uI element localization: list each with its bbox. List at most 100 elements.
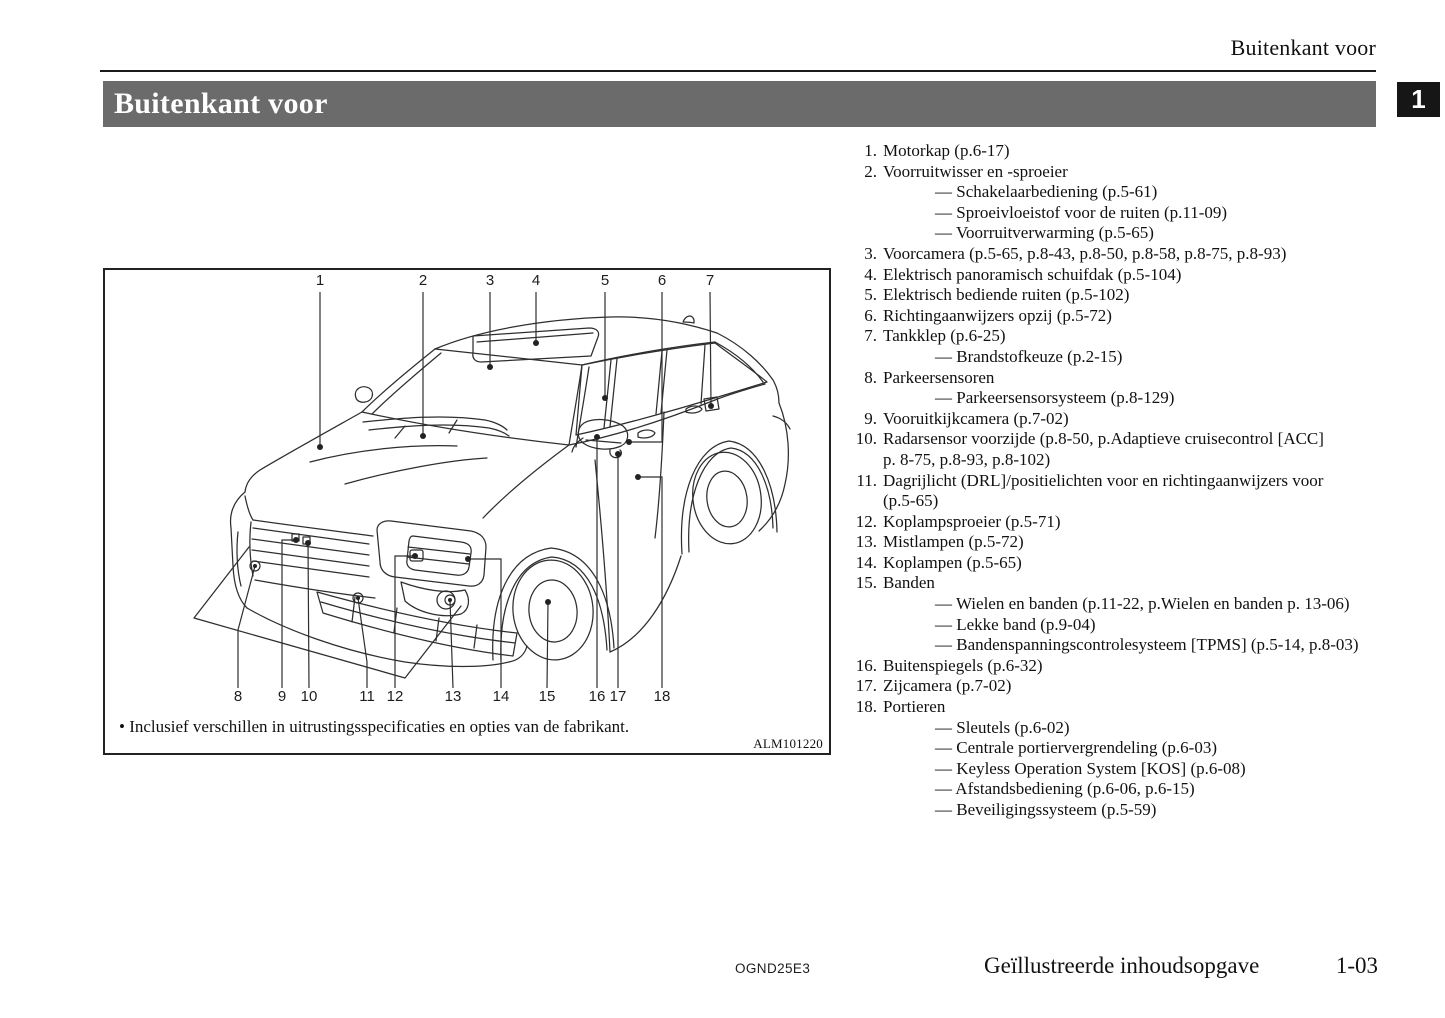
parts-list-subitem: — Beveiligingssysteem (p.5-59) <box>845 800 1393 821</box>
parts-list-item: 15.Banden <box>845 573 1393 594</box>
item-text: — Brandstofkeuze (p.2-15) <box>935 346 1123 366</box>
item-number: 2. <box>864 161 877 181</box>
chapter-tab-number: 1 <box>1397 82 1440 117</box>
callout-number-1: 1 <box>315 272 325 289</box>
leader-line-6 <box>629 292 663 443</box>
item-number: 12. <box>855 511 877 531</box>
header-rule <box>100 70 1376 72</box>
callout-number-5: 5 <box>600 272 610 289</box>
parts-list-subitem: — Sproeivloeistof voor de ruiten (p.11-0… <box>845 203 1393 224</box>
item-text: Voorruitwisser en -sproeier <box>883 161 1068 181</box>
callout-dot-15 <box>545 599 551 605</box>
item-text: Dagrijlicht (DRL]/positielichten voor en… <box>883 470 1324 490</box>
callout-dot-8 <box>253 564 257 568</box>
item-text: Koplampsproeier (p.5-71) <box>883 511 1061 531</box>
item-number <box>845 223 877 244</box>
callout-number-4: 4 <box>531 272 541 289</box>
callout-number-16: 16 <box>588 688 606 705</box>
caption-text: Inclusief verschillen in uitrustingsspec… <box>129 717 630 736</box>
item-number: 16. <box>855 655 877 675</box>
callout-number-18: 18 <box>653 688 671 705</box>
item-number <box>845 738 877 759</box>
callout-dot-11 <box>356 596 360 600</box>
parts-list-item: 7.Tankklep (p.6-25) <box>845 326 1393 347</box>
parts-list-subitem: — Voorruitverwarming (p.5-65) <box>845 223 1393 244</box>
sensor-plane <box>193 546 462 679</box>
item-number: 10. <box>855 429 877 449</box>
item-text: — Bandenspanningscontrolesysteem [TPMS] … <box>935 635 1359 655</box>
item-number: 8. <box>864 367 877 387</box>
item-text: — Voorruitverwarming (p.5-65) <box>935 223 1154 243</box>
item-number: 11. <box>856 470 877 490</box>
item-number: 1. <box>864 141 877 160</box>
item-text: — Lekke band (p.9-04) <box>935 614 1096 634</box>
parts-list-subitem: — Afstandsbediening (p.6-06, p.6-15) <box>845 779 1393 800</box>
item-text: — Parkeersensorsysteem (p.8-129) <box>935 388 1175 408</box>
section-title-banner: Buitenkant voor <box>103 81 1376 127</box>
callout-dot-6 <box>626 439 632 445</box>
callout-dot-3 <box>487 364 493 370</box>
item-text: Mistlampen (p.5-72) <box>883 532 1024 552</box>
leader-line-9 <box>281 539 296 688</box>
item-number <box>845 615 877 636</box>
item-text: Tankklep (p.6-25) <box>883 326 1006 346</box>
leader-line-7 <box>709 291 712 407</box>
item-text: Elektrisch bediende ruiten (p.5-102) <box>883 285 1130 305</box>
item-number <box>845 594 877 615</box>
item-text: Buitenspiegels (p.6-32) <box>883 655 1043 675</box>
callout-number-8: 8 <box>233 688 243 705</box>
item-text: Vooruitkijkcamera (p.7-02) <box>883 408 1069 428</box>
leader-line-15 <box>546 601 549 689</box>
parts-list-item: 18.Portieren <box>845 697 1393 718</box>
callout-number-6: 6 <box>657 272 667 289</box>
item-text: — Centrale portiervergrendeling (p.6-03) <box>935 738 1217 758</box>
car-line-art <box>193 291 791 689</box>
item-number <box>845 779 877 800</box>
parts-list-item: 16. Buitenspiegels (p.6-32) <box>845 656 1393 677</box>
footer-section-title: Geïllustreerde inhoudsopgave <box>984 953 1260 978</box>
parts-list-subitem: — Brandstofkeuze (p.2-15) <box>845 347 1393 368</box>
item-text: p. 8-75, p.8-93, p.8-102) <box>883 449 1051 469</box>
item-text: Zijcamera (p.7-02) <box>883 676 1012 696</box>
parts-list-item: 2. Voorruitwisser en -sproeier <box>845 162 1393 183</box>
item-number <box>845 347 877 368</box>
callout-dot-14 <box>465 556 471 562</box>
parts-list-subitem: — Sleutels (p.6-02) <box>845 718 1393 739</box>
item-number <box>845 450 877 471</box>
car-mirror <box>571 419 629 459</box>
callout-dot-10 <box>305 540 311 546</box>
item-text: (p.5-65) <box>883 491 939 511</box>
item-number: 13. <box>855 532 877 552</box>
parts-list-subitem: — Schakelaarbediening (p.5-61) <box>845 182 1393 203</box>
callout-number-13: 13 <box>444 688 462 705</box>
item-text: Richtingaanwijzers opzij (p.5-72) <box>883 305 1112 325</box>
car-roof <box>434 315 718 366</box>
parts-list-item: 6.Richtingaanwijzers opzij (p.5-72) <box>845 306 1393 327</box>
leader-line-12 <box>394 555 415 688</box>
item-text: Elektrisch panoramisch schuifdak (p.5-10… <box>883 264 1182 284</box>
item-text: Portieren <box>883 697 946 717</box>
item-text: — Wielen en banden (p.11-22, p.Wielen en… <box>935 594 1350 614</box>
parts-list-item: 1.Motorkap (p.6-17) <box>845 141 1393 162</box>
item-number: 9. <box>864 408 877 428</box>
callout-dot-7 <box>708 403 714 409</box>
item-number <box>845 491 877 512</box>
parts-list-subitem: — Keyless Operation System [KOS] (p.6-08… <box>845 759 1393 780</box>
parts-list-subitem: — Wielen en banden (p.11-22, p.Wielen en… <box>845 594 1393 615</box>
callout-number-12: 12 <box>386 688 404 705</box>
item-number <box>845 182 877 203</box>
parts-list-subitem: — Lekke band (p.9-04) <box>845 615 1393 636</box>
caption-bullet: • <box>119 717 125 736</box>
callout-number-3: 3 <box>485 272 495 289</box>
item-text: — Afstandsbediening (p.6-06, p.6-15) <box>935 779 1195 799</box>
callout-dot-4 <box>533 340 539 346</box>
parts-list-subitem: — Parkeersensorsysteem (p.8-129) <box>845 388 1393 409</box>
callout-leader-lines <box>237 291 712 689</box>
item-text: — Sleutels (p.6-02) <box>935 717 1070 737</box>
car-wipers <box>362 416 510 439</box>
callout-number-7: 7 <box>705 272 715 289</box>
page-header-right: Buitenkant voor <box>1230 35 1376 60</box>
callout-dot-1 <box>317 444 323 450</box>
parts-list-item: 3.Voorcamera (p.5-65, p.8-43, p.8-50, p.… <box>845 244 1393 265</box>
item-text: — Beveiligingssysteem (p.5-59) <box>935 800 1157 819</box>
